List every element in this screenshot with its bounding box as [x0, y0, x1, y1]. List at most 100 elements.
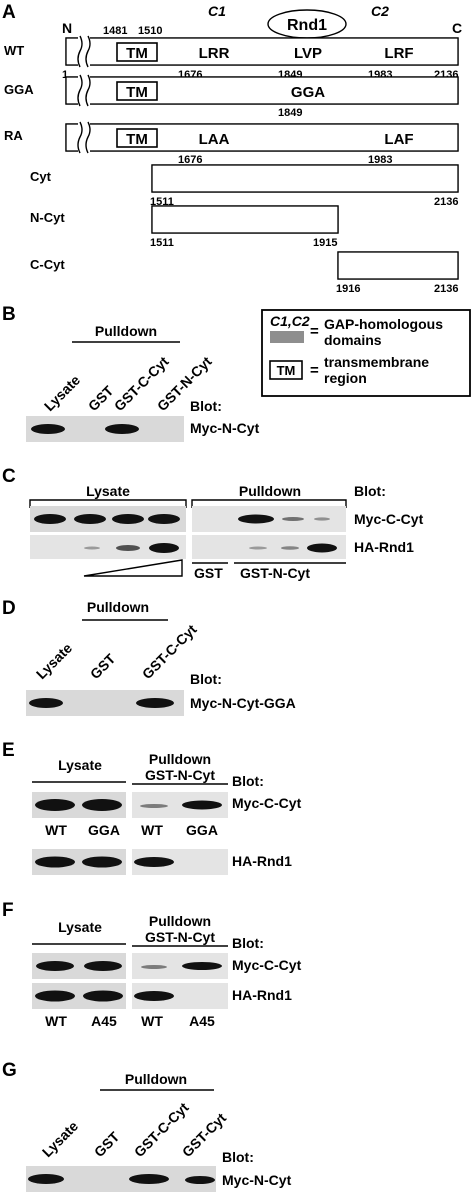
pos-1916: 1916 — [336, 283, 360, 295]
panel-c: C Lysate Pulldown Blot: Myc-C-Cyt HA-Rnd… — [2, 466, 424, 581]
panel-e-letter: E — [2, 740, 15, 761]
tm-box-gga — [116, 81, 158, 101]
panel-f-band-pt2 — [182, 962, 222, 970]
row-gga: GGA TM GGA 1849 — [4, 74, 459, 119]
panel-c-band-p4 — [314, 517, 330, 521]
panel-f-band-pt1 — [141, 965, 167, 969]
legend-tm-box — [269, 360, 303, 380]
c1-label: C1 — [208, 3, 226, 19]
panel-g-band-lysate — [28, 1174, 64, 1184]
panel-g-band-gst-c-cyt — [129, 1174, 169, 1184]
legend-gray-swatch — [270, 331, 304, 343]
panel-b-band-lysate — [31, 424, 65, 434]
panel-e-lane-gga1: GGA — [88, 822, 120, 838]
panel-e-band-pt2 — [182, 800, 222, 810]
panel-b-pulldown: Pulldown — [95, 323, 157, 339]
row-label-cyt: Cyt — [30, 169, 52, 184]
panel-c-blot1: Myc-C-Cyt — [354, 511, 424, 527]
panel-a-letter: A — [2, 2, 16, 23]
panel-g-blot-label: Myc-N-Cyt — [222, 1172, 292, 1188]
panel-g-lane-gst: GST — [91, 1128, 123, 1160]
panel-g-band-gst-cyt — [185, 1176, 215, 1184]
domain-lrr: LRR — [199, 45, 230, 62]
panel-c-band-lb4 — [149, 543, 179, 553]
legend-eq2: = — [310, 362, 319, 379]
panel-e-lane-wt2: WT — [141, 822, 163, 838]
panel-f-lane-a45-1: A45 — [91, 1013, 117, 1029]
row-label-ncyt: N-Cyt — [30, 210, 65, 225]
panel-d-band-lysate — [29, 698, 63, 708]
row-ra: RA TM LAA LAF 1676 1983 — [4, 121, 459, 166]
panel-f-band-lt2 — [84, 961, 122, 971]
panel-d-lane-lysate: Lysate — [33, 640, 75, 682]
panel-c-band-l1 — [34, 514, 66, 524]
pos-1849-gga: 1849 — [278, 107, 302, 119]
panel-e-band-lt1 — [35, 799, 75, 811]
panel-c-band-l4 — [148, 514, 180, 524]
panel-f-band-lb1 — [35, 990, 75, 1002]
panel-f-blot2: HA-Rnd1 — [232, 987, 292, 1003]
pos-1: 1 — [62, 69, 68, 81]
panel-c-gradient-triangle — [83, 559, 183, 577]
row-label-ccyt: C-Cyt — [30, 257, 65, 272]
pos-1915: 1915 — [313, 237, 337, 249]
panel-e-band-pb1 — [134, 857, 174, 867]
panel-d-letter: D — [2, 598, 16, 619]
panel-e-band-lb2 — [82, 856, 122, 868]
panel-c-band-lb3 — [116, 545, 140, 551]
panel-f-pulldown: Pulldown — [149, 913, 211, 929]
tm-label-ra: TM — [126, 131, 148, 148]
panel-c-letter: C — [2, 466, 16, 487]
panel-e-blot: Blot: — [232, 773, 264, 789]
domain-laf: LAF — [384, 131, 413, 148]
legend-gap2: domains — [324, 332, 382, 348]
panel-b-band-gst-c-cyt — [105, 424, 139, 434]
legend-tm2: region — [324, 370, 367, 386]
panel-b-letter: B — [2, 304, 16, 325]
pos-1510: 1510 — [138, 25, 162, 37]
panel-d-band-gst-c-cyt — [136, 698, 174, 708]
tm-box-wt — [116, 42, 158, 62]
pos-2136-ccyt: 2136 — [434, 283, 458, 295]
panel-f: F Lysate Pulldown GST-N-Cyt Blot: Myc-C-… — [2, 900, 302, 1029]
panel-g-letter: G — [2, 1060, 17, 1081]
panel-f-lysate: Lysate — [58, 919, 102, 935]
panel-b-lane-gst: GST — [85, 382, 117, 414]
tm-label-gga: TM — [126, 84, 148, 101]
panel-c-band-l3 — [112, 514, 144, 524]
panel-b-lane-lysate: Lysate — [41, 372, 83, 414]
panel-f-lane-a45-2: A45 — [189, 1013, 215, 1029]
panel-b-blot: Blot: — [190, 398, 222, 414]
tm-box-ra — [116, 128, 158, 148]
pos-1983-ra: 1983 — [368, 154, 392, 166]
panel-c-band-p3 — [282, 517, 304, 521]
panel-e-band-pt1 — [140, 804, 168, 808]
panel-d-blot: Blot: — [190, 671, 222, 687]
panel-e-band-lt2 — [82, 799, 122, 811]
panel-c-blot: Blot: — [354, 483, 386, 499]
c-terminus: C — [452, 20, 462, 36]
legend-gap1: GAP-homologous — [324, 316, 443, 332]
panel-c-blot2: HA-Rnd1 — [354, 539, 414, 555]
panel-c-gst-ncyt: GST-N-Cyt — [240, 565, 310, 581]
panel-c-band-pb4 — [307, 543, 337, 553]
row-cyt: Cyt 1511 2136 — [30, 164, 459, 208]
domain-lrf: LRF — [384, 45, 413, 62]
panel-c-band-pb3 — [281, 546, 299, 550]
domain-laa: LAA — [199, 131, 230, 148]
panel-g-blot: Blot: — [222, 1149, 254, 1165]
panel-e: E Lysate Pulldown GST-N-Cyt Blot: Myc-C-… — [2, 740, 302, 875]
panel-e-lane-gga2: GGA — [186, 822, 218, 838]
panel-e-blot1: Myc-C-Cyt — [232, 795, 302, 811]
row-label-wt: WT — [4, 43, 24, 58]
panel-e-gst-ncyt: GST-N-Cyt — [145, 767, 215, 783]
panel-f-blot: Blot: — [232, 935, 264, 951]
legend: C1,C2 = GAP-homologous domains TM = tran… — [261, 309, 471, 397]
pos-2136-cyt: 2136 — [434, 196, 458, 208]
panel-b-blot-label: Myc-N-Cyt — [190, 420, 260, 436]
pos-1676-ra: 1676 — [178, 154, 202, 166]
panel-f-lane-wt1: WT — [45, 1013, 67, 1029]
legend-tm1: transmembrane — [324, 354, 429, 370]
panel-c-band-p2 — [238, 514, 274, 524]
